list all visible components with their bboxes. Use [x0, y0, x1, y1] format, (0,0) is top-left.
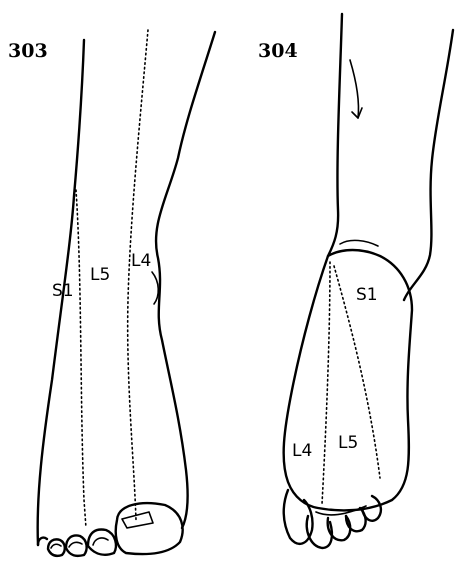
figure-304: 304 S1 L4 L5: [258, 14, 453, 548]
label-s1-304: S1: [356, 285, 378, 305]
label-l5-304: L5: [338, 433, 358, 453]
foot-plantar-outline: [284, 14, 453, 548]
figure-303-number: 303: [8, 40, 48, 62]
figure-303: 303 S1 L5 L4: [8, 30, 215, 556]
label-s1-303: S1: [52, 281, 74, 301]
dermatome-boundaries-303: [76, 30, 148, 528]
label-l5-303: L5: [90, 265, 110, 285]
label-l4-304: L4: [292, 441, 312, 461]
label-l4-303: L4: [131, 251, 151, 271]
figure-304-number: 304: [258, 40, 298, 62]
